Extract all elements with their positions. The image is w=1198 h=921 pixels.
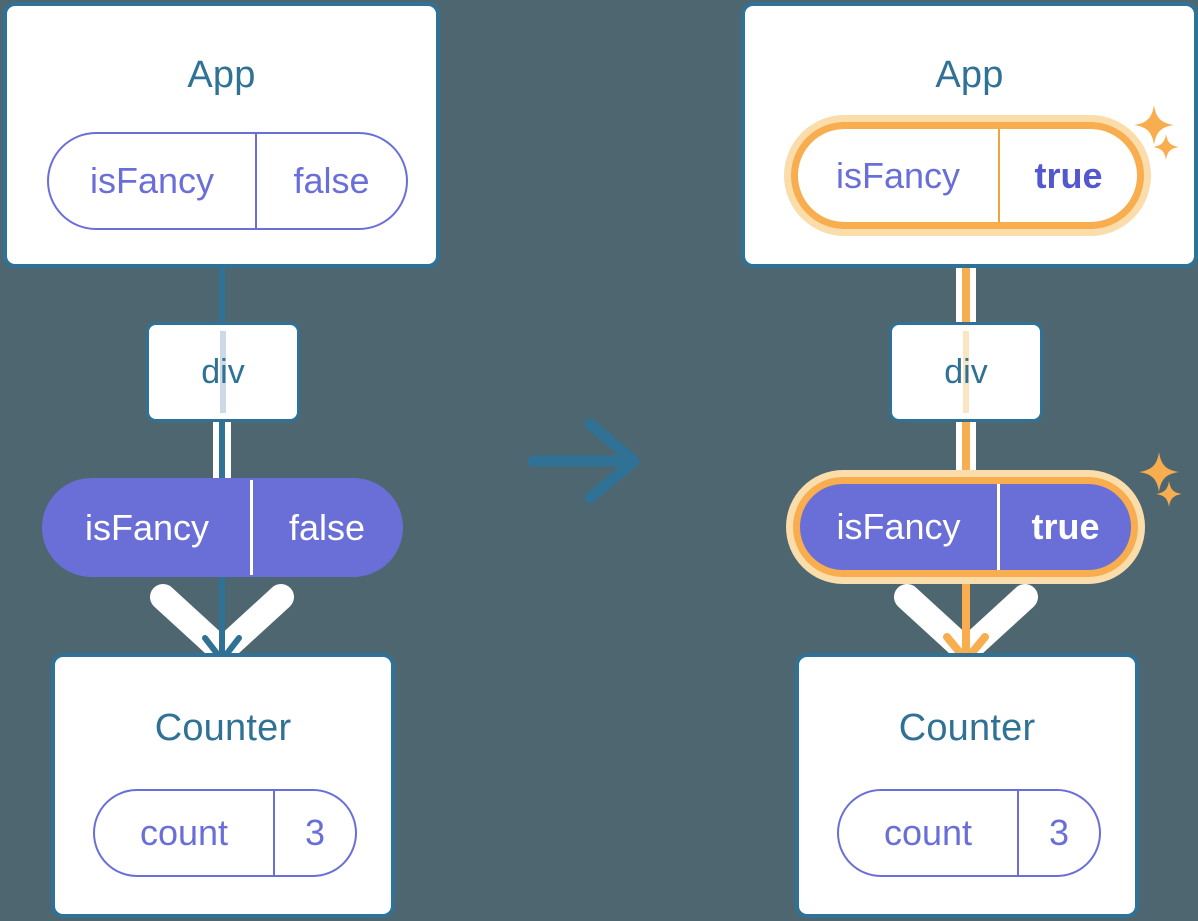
counter-state-pill-after: count 3 xyxy=(837,789,1101,877)
state-flow-line xyxy=(220,331,226,413)
transition-arrow-icon xyxy=(527,418,640,504)
state-value: 3 xyxy=(1017,791,1099,875)
div-node-label: div xyxy=(201,352,245,391)
prop-key: isFancy xyxy=(836,506,961,547)
arrow-prop-to-counter-left-wings xyxy=(150,584,294,664)
sparkle-large-top xyxy=(1132,103,1176,147)
state-flow-line xyxy=(963,331,969,413)
div-node-after: div xyxy=(889,322,1043,422)
prop-key: isFancy xyxy=(84,506,210,548)
counter-title: Counter xyxy=(154,707,292,749)
app-state-pill-before: isFancy false xyxy=(47,132,408,230)
counter-card-before: Counter count 3 xyxy=(51,653,395,918)
page-title: App xyxy=(935,54,1004,96)
state-value: 3 xyxy=(273,791,355,875)
app-card-before: App isFancy false xyxy=(3,2,440,268)
counter-state-pill-before: count 3 xyxy=(93,789,357,877)
state-value: false xyxy=(255,134,406,228)
counter-title: Counter xyxy=(898,707,1036,749)
prop-pill-after: isFancy true xyxy=(793,477,1138,577)
state-key: count xyxy=(883,812,973,853)
state-key: isFancy xyxy=(835,154,961,196)
sparkle-large-mid xyxy=(1137,450,1181,494)
sparkle-small-top xyxy=(1152,133,1180,161)
sparkle-small-mid xyxy=(1155,480,1183,508)
div-node-label: div xyxy=(944,352,988,391)
state-key: isFancy xyxy=(89,160,215,201)
counter-card-after: Counter count 3 xyxy=(795,653,1139,918)
prop-pill-before: isFancy false xyxy=(42,478,403,577)
state-value: true xyxy=(998,129,1137,222)
div-node-before: div xyxy=(146,322,300,422)
arrow-prop-to-counter-right xyxy=(943,572,989,664)
state-key: count xyxy=(139,812,229,853)
prop-value: false xyxy=(250,480,401,575)
prop-value: true xyxy=(997,484,1131,570)
page-title: App xyxy=(187,54,256,96)
app-state-pill-after: isFancy true xyxy=(791,122,1144,229)
arrow-prop-to-counter-left xyxy=(202,572,242,663)
